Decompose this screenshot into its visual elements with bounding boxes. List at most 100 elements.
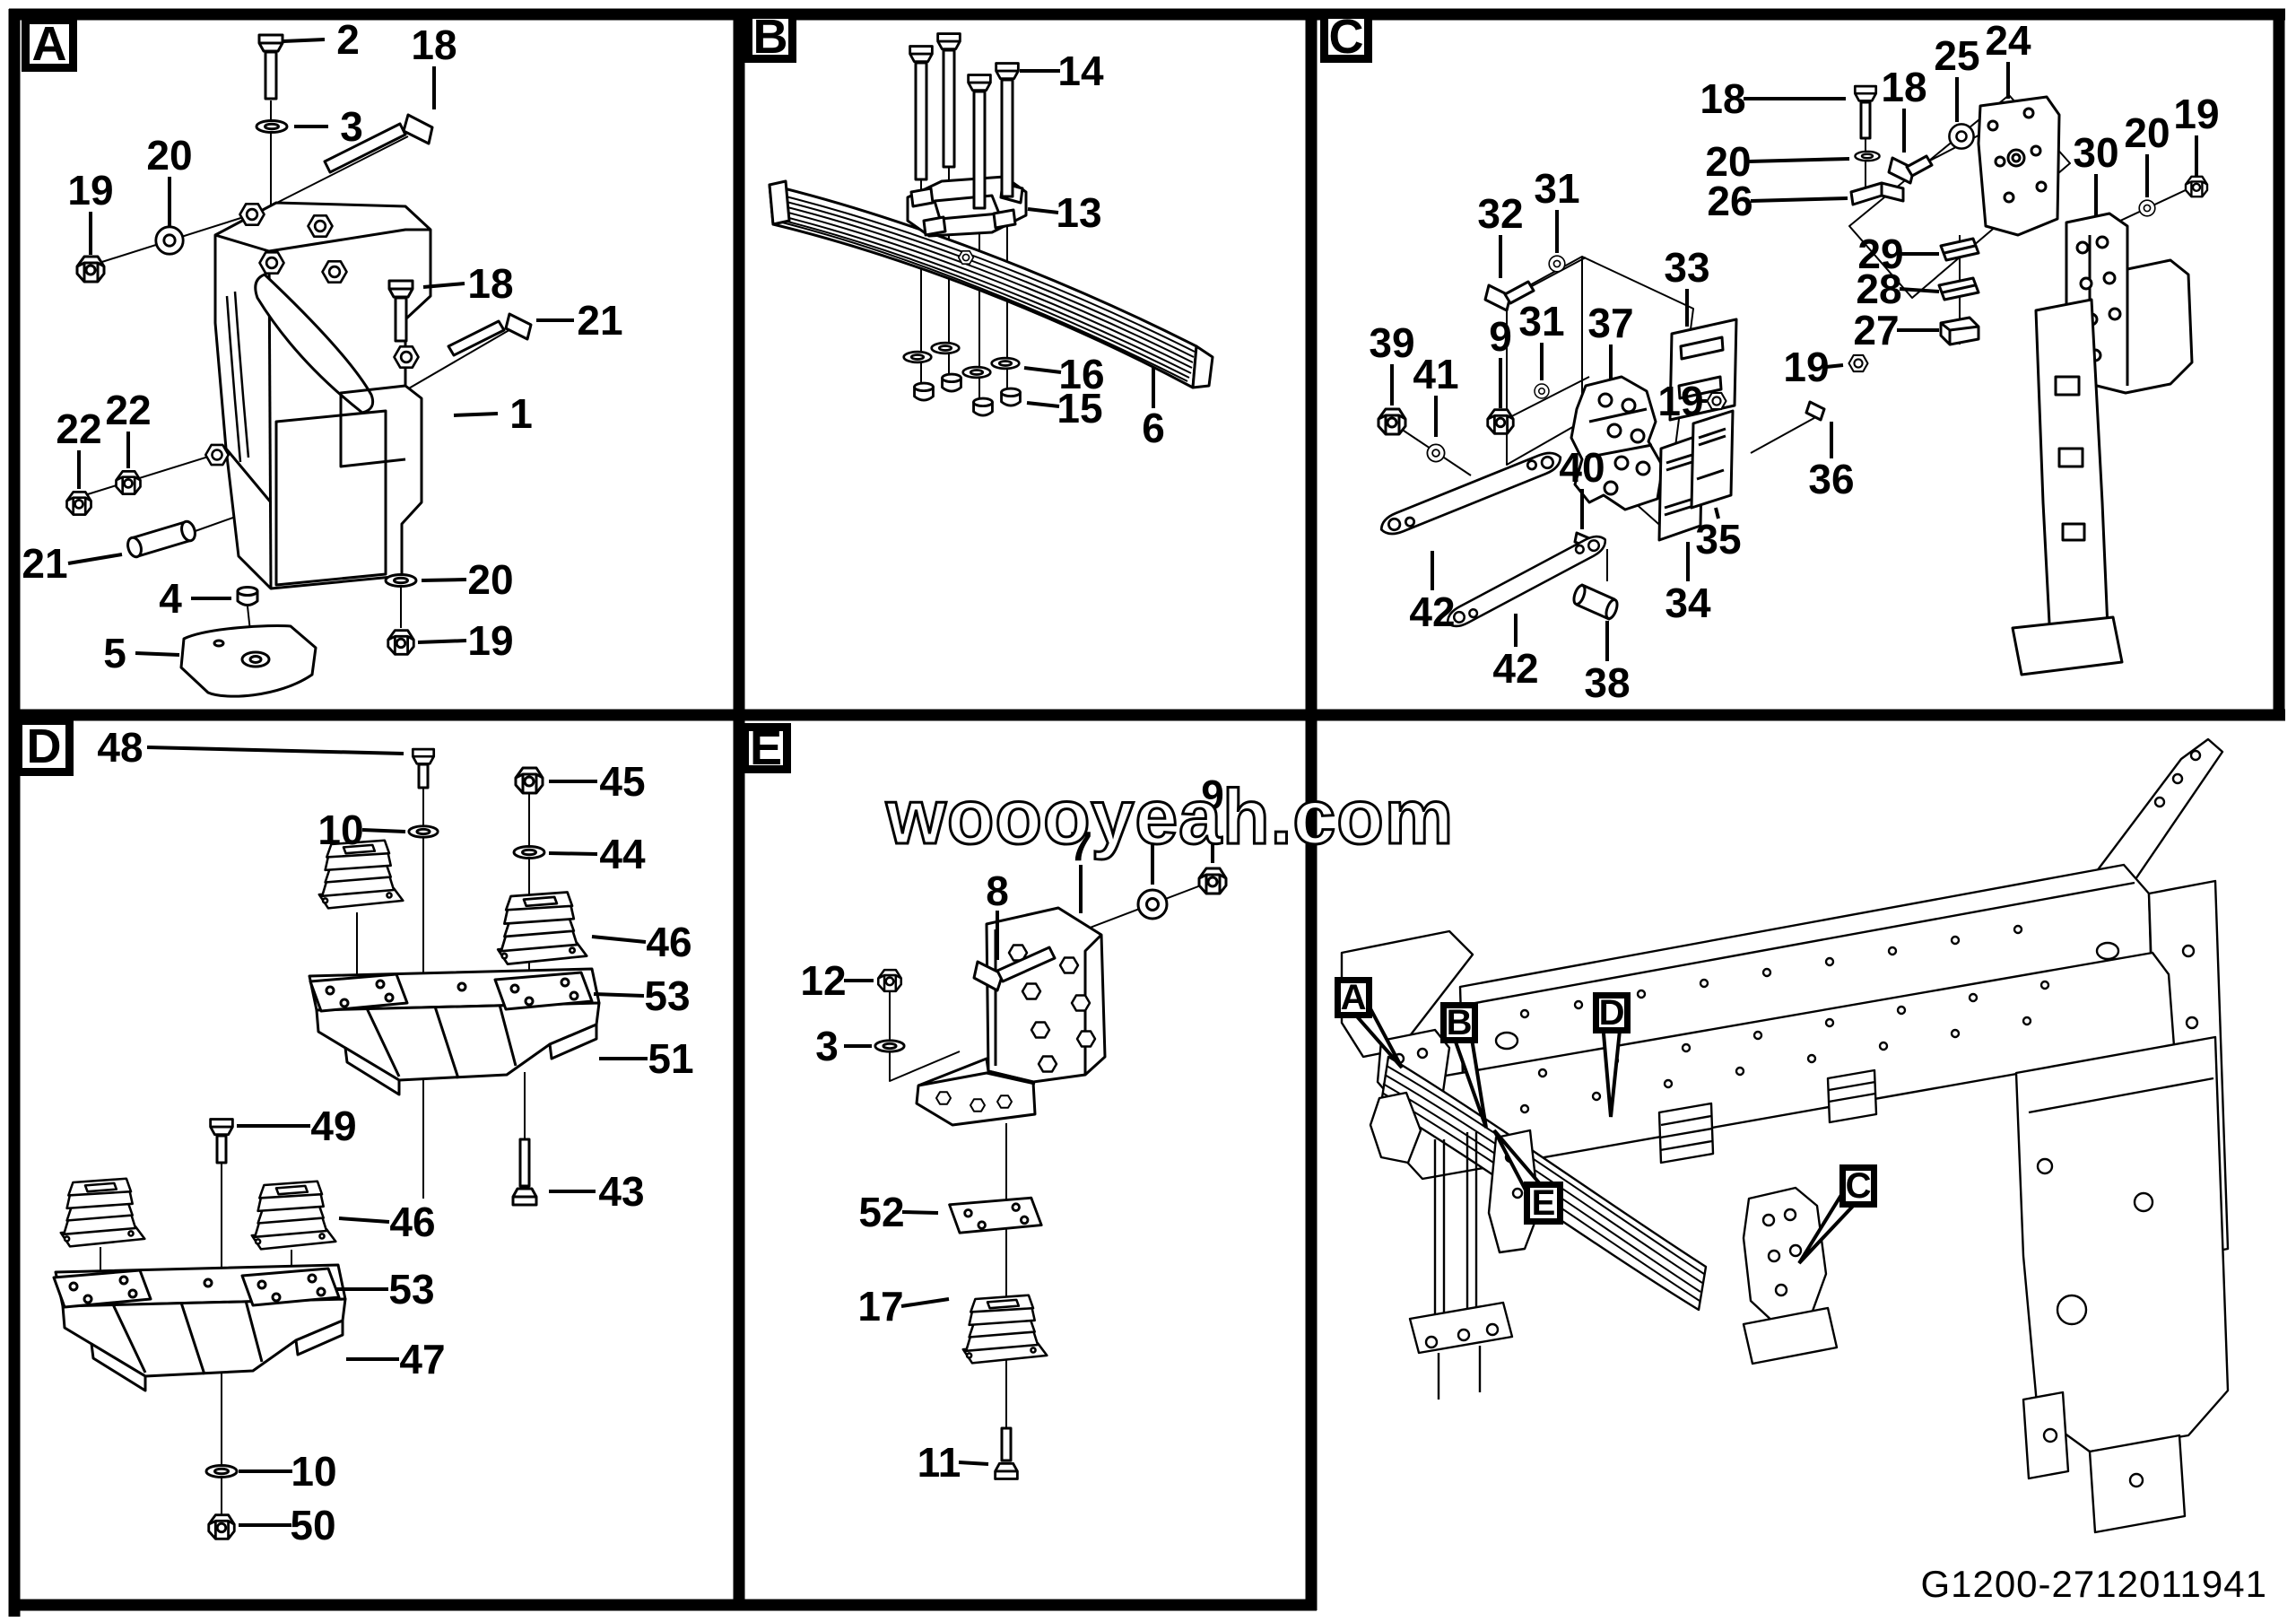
panel-a-label: A [22,16,77,72]
callout-d-48: 48 [97,724,144,771]
callout-c-30: 30 [2073,129,2119,176]
shim-part-28 [1937,276,1980,301]
leader-c-35 [1714,507,1720,519]
bolt-part-36 [1805,400,1826,422]
callout-c-20: 20 [1705,138,1752,185]
assembly-callout-c: C [1839,1164,1877,1208]
callout-e-7: 7 [1069,823,1092,869]
panel-d-artwork [52,747,601,1540]
panel-e-label: E [741,721,791,775]
callout-c-29: 29 [1857,231,1904,277]
panel-b-label: B [744,10,796,64]
clamp-part-26 [1849,181,1905,206]
bolt-part-21 [447,312,533,357]
panel-a-artwork [65,33,533,698]
callout-e-9: 9 [1201,772,1224,818]
panel-c-label: C [1320,10,1372,64]
callout-d-49: 49 [310,1103,357,1149]
callout-c-31: 31 [1518,298,1565,344]
callout-d-46: 46 [389,1199,436,1245]
leader-e-11 [958,1461,989,1466]
callout-a-18: 18 [411,22,457,68]
callout-c-36: 36 [1808,456,1855,502]
panel-d-label: D [14,717,74,776]
leaf-spring-part-6 [768,179,1214,389]
callout-e-3: 3 [815,1023,839,1069]
callout-d-51: 51 [648,1035,694,1082]
callout-b-15: 15 [1057,385,1103,432]
leader-b-13 [1027,207,1059,214]
callout-e-8: 8 [986,868,1009,914]
bracket-part-1 [213,201,432,590]
leader-a-19 [417,639,467,644]
panel-e-artwork [874,867,1228,1480]
leader-d-46 [338,1216,390,1224]
callout-c-35: 35 [1695,516,1742,562]
assembly-callout-a: A [1335,977,1372,1018]
callout-e-11: 11 [917,1439,961,1486]
callout-c-26: 26 [1707,178,1753,224]
callout-a-3: 3 [340,103,363,150]
part-number-text: G1200-2712011941 [1920,1563,2267,1605]
assembly-callout-b: B [1440,1002,1478,1043]
callout-d-50: 50 [290,1502,336,1548]
bolt-part-32 [1483,280,1535,312]
callout-d-47: 47 [399,1336,446,1382]
callout-c-18: 18 [1881,64,1927,110]
callout-c-19: 19 [1783,344,1830,390]
callout-c-40: 40 [1559,444,1605,491]
callout-a-22: 22 [105,387,152,433]
watermark-text: woooyeah.com [884,773,1455,862]
callout-c-38: 38 [1584,659,1631,706]
leader-e-17 [900,1297,950,1308]
plate-part-24 [1977,95,2061,237]
callout-a-20: 20 [146,132,193,179]
bolt-part-18b [1887,154,1934,185]
callout-d-45: 45 [599,758,646,805]
panel-b-artwork [768,32,1214,417]
leader-d-44 [548,851,598,856]
callout-a-21: 21 [22,540,68,587]
callout-c-31: 31 [1534,165,1580,212]
plate-part-5 [179,624,317,698]
callout-e-17: 17 [857,1283,904,1330]
leader-a-1 [453,412,499,417]
callout-c-19: 19 [1657,378,1704,424]
leader-b-15 [1026,401,1060,408]
callout-b-14: 14 [1057,48,1104,94]
shim-part-29 [1939,237,1980,262]
assembly-callout-e: E [1524,1182,1563,1225]
callout-d-10: 10 [291,1448,337,1495]
leader-c-19 [1825,363,1844,369]
callout-c-25: 25 [1934,32,1980,79]
callout-b-13: 13 [1056,189,1102,236]
callout-c-41: 41 [1413,351,1459,397]
leader-a-2 [283,38,326,43]
callout-d-10: 10 [317,807,364,853]
leader-a-5 [135,651,180,657]
callout-c-42: 42 [1409,589,1456,635]
callout-a-4: 4 [159,575,182,622]
callout-e-52: 52 [858,1189,905,1235]
spacer-part-21 [126,519,196,559]
leader-d-10 [361,828,406,833]
block-part-27 [1939,316,1980,346]
callout-d-53: 53 [388,1266,435,1312]
callout-a-1: 1 [509,390,533,437]
leader-a-18 [422,282,465,289]
callout-c-37: 37 [1587,300,1634,346]
leader-c-26 [1750,196,1848,203]
callout-c-19: 19 [2173,91,2220,137]
assembly-callout-d: D [1593,992,1631,1033]
bolt-part-18 [323,113,434,174]
callout-a-18: 18 [467,260,514,307]
callout-d-53: 53 [644,972,691,1019]
callout-c-32: 32 [1477,190,1524,237]
callout-c-27: 27 [1853,307,1900,353]
callout-d-44: 44 [599,831,646,877]
callout-b-16: 16 [1058,351,1105,397]
callout-b-6: 6 [1142,405,1165,451]
leader-c-20 [1748,157,1850,163]
callout-d-46: 46 [646,919,692,965]
callout-d-43: 43 [598,1168,645,1215]
